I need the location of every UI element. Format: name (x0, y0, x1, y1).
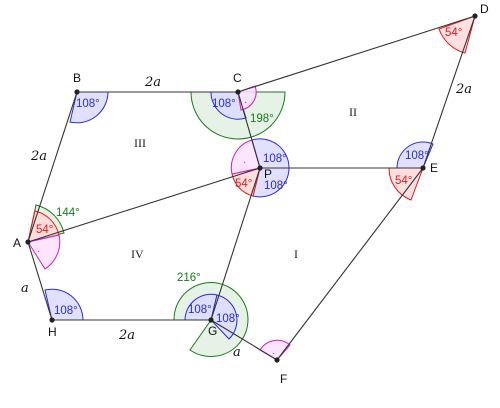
angle-g-big-label: 216° (177, 272, 201, 284)
label-a: A (13, 236, 21, 250)
angle-labels: 108° 108° 198° 54° 108° 54° 108° 108° 54… (36, 27, 462, 359)
angle-p-top-sector (251, 138, 290, 169)
angle-e-bot-label: 54° (395, 175, 412, 187)
angle-e-top-label: 108° (405, 150, 429, 162)
angle-b-label: 108° (76, 98, 100, 110)
point-h (49, 317, 55, 323)
angle-p-dot: · (243, 157, 246, 168)
edge-de (422, 15, 476, 169)
point-b (74, 89, 80, 95)
angle-h-sector (44, 288, 84, 321)
angle-c-dot: · (244, 97, 247, 108)
angle-b-sector (69, 91, 109, 124)
segment-ah-label: a (21, 281, 29, 296)
segment-bc-label: 2a (144, 75, 161, 90)
label-d: D (480, 2, 489, 16)
segment-labels: 2a 2a 2a 2a a a (21, 75, 472, 360)
angle-p-right-sector (252, 167, 290, 198)
segment-de-label: 2a (455, 82, 472, 97)
edge-pg (210, 167, 261, 321)
edge-ha (27, 241, 53, 321)
angle-g-left-label: 108° (188, 304, 212, 316)
angle-f-dot: · (272, 348, 275, 359)
region-iii-label: III (134, 136, 146, 150)
angle-g-left-sector (184, 293, 218, 321)
edge-fg (210, 319, 278, 361)
point-d (472, 13, 478, 19)
segment-ab-label: 2a (30, 149, 47, 164)
region-labels: I II III IV (131, 105, 357, 261)
edge-pa (27, 167, 261, 243)
edge-ab (27, 91, 78, 243)
label-b: B (73, 71, 81, 85)
angle-p-right-label: 108° (264, 180, 288, 192)
angle-g-right-label: 108° (216, 313, 240, 325)
angle-markers (27, 15, 476, 361)
label-e: E (430, 161, 438, 175)
point-f (274, 357, 280, 363)
point-labels: A B C D E F G H P (13, 2, 489, 386)
label-g: G (208, 324, 217, 338)
angle-a-right-sector (27, 234, 61, 270)
angle-p-right-angle-sector (230, 139, 261, 175)
angle-e-bot-sector (388, 167, 424, 201)
segment-hg-label: 2a (118, 328, 135, 343)
vertices (25, 13, 478, 363)
point-c (235, 89, 241, 95)
label-c: C (233, 71, 242, 85)
point-e (420, 165, 426, 171)
edge-cd (237, 15, 476, 93)
region-ii-label: II (349, 105, 357, 119)
angle-c-sector (210, 91, 247, 120)
polygon-edges (27, 15, 476, 361)
point-p (257, 165, 263, 171)
angle-p-left-label: 54° (235, 178, 252, 190)
edge-ef (276, 167, 424, 361)
label-f: F (280, 372, 287, 386)
angle-d-label: 54° (445, 27, 462, 39)
angle-h-label: 108° (54, 305, 78, 317)
angle-c-big-label: 198° (250, 113, 274, 125)
angle-p-top-label: 108° (263, 153, 287, 165)
angle-a-red-label: 54° (36, 224, 53, 236)
edge-cp (237, 91, 261, 169)
angle-g-right-sector (210, 294, 238, 340)
segment-gf-label: a (233, 345, 241, 360)
angle-a-green-label: 144° (56, 207, 80, 219)
angle-e-top-sector (396, 141, 434, 169)
label-h: H (48, 325, 57, 339)
angle-a-dot: · (37, 246, 40, 257)
region-i-label: I (294, 247, 298, 261)
point-a (25, 239, 31, 245)
point-g (208, 317, 214, 323)
label-p: P (264, 167, 272, 181)
angle-c-label: 108° (212, 98, 236, 110)
region-iv-label: IV (131, 247, 144, 261)
